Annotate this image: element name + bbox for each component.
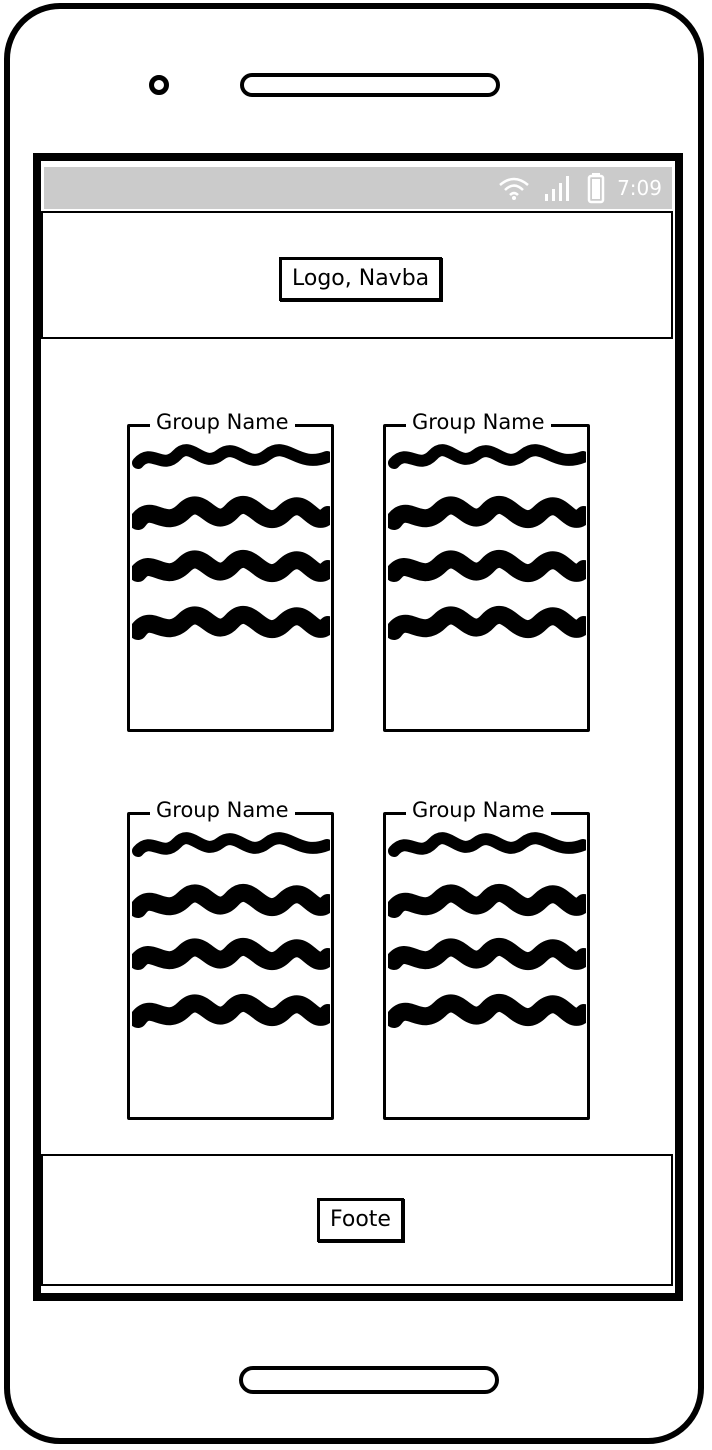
battery-icon [587,173,605,204]
group-title: Group Name [406,409,551,435]
group-title: Group Name [150,797,295,823]
status-time: 7:09 [617,176,662,200]
group-card: Group Name [127,797,334,1120]
phone-frame [4,3,704,1444]
wifi-icon [499,177,529,200]
group-title: Group Name [150,409,295,435]
signal-icon [545,176,570,201]
content-section: Group Name Group Name Group Name [41,341,673,1153]
group-title: Group Name [406,797,551,823]
footer-placeholder[interactable]: Foote [317,1198,404,1242]
text-placeholder-scribbles [388,832,586,1028]
group-card: Group Name [383,797,590,1120]
camera-icon [149,75,169,95]
header-section: Logo, Navba [41,211,673,339]
status-icons: 7:09 [497,167,662,209]
status-bar: 7:09 [44,167,672,209]
group-card: Group Name [127,409,334,732]
phone-screen: 7:09 Logo, Navba Group Name Group Name [33,153,683,1301]
logo-navbar-placeholder[interactable]: Logo, Navba [279,257,443,301]
speaker-grille [240,73,500,97]
text-placeholder-scribbles [388,444,586,640]
text-placeholder-scribbles [132,832,330,1028]
home-button[interactable] [239,1366,499,1394]
group-card: Group Name [383,409,590,732]
text-placeholder-scribbles [132,444,330,640]
footer-section: Foote [41,1154,673,1286]
